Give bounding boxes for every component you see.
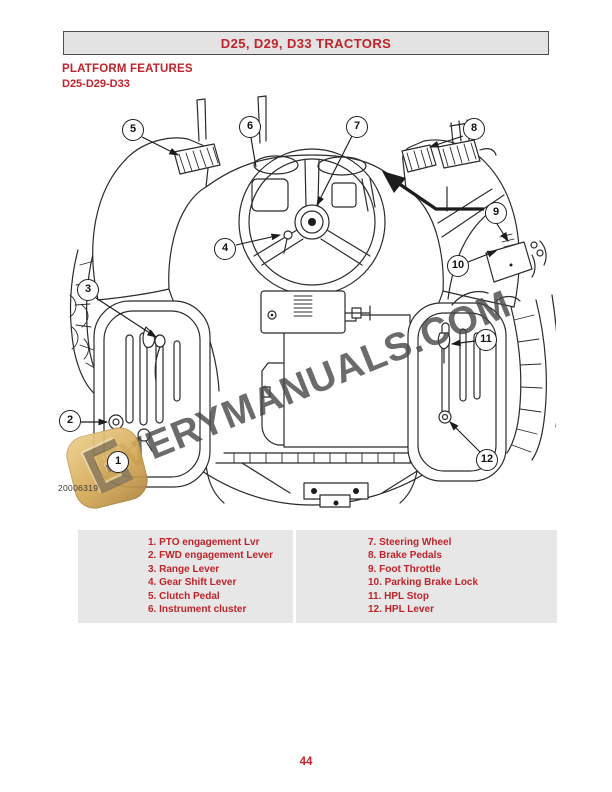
callout-7: 7 xyxy=(346,116,368,138)
callout-9: 9 xyxy=(485,202,507,224)
legend-item: 5. Clutch Pedal xyxy=(148,590,220,602)
page-number: 44 xyxy=(299,756,313,768)
legend-item: 1. PTO engagement Lvr xyxy=(148,537,260,548)
gearbox xyxy=(260,290,415,448)
callout-5: 5 xyxy=(122,119,144,141)
callout-4: 4 xyxy=(214,238,236,260)
callout-12: 12 xyxy=(476,449,498,471)
section-title: PLATFORM FEATURES xyxy=(62,63,193,75)
callout-1: 1 xyxy=(107,451,129,473)
section-subtitle: D25-D29-D33 xyxy=(62,78,130,90)
legend-item: 10. Parking Brake Lock xyxy=(368,577,479,589)
inset-reference-arrow xyxy=(382,171,484,211)
seat-frame xyxy=(195,446,457,508)
brake-pedals xyxy=(401,119,497,173)
legend-item: 9. Foot Throttle xyxy=(368,563,441,575)
gear-shift-knob xyxy=(283,230,293,240)
callout-2: 2 xyxy=(59,410,81,432)
platform-diagram: EVERYMANUALS.COM 20006319 1 2 3 4 5 6 7 … xyxy=(56,95,556,515)
callout-10: 10 xyxy=(447,255,469,277)
page-header-title: D25, D29, D33 TRACTORS xyxy=(220,35,392,51)
clutch-pedal xyxy=(173,98,221,175)
callout-6: 6 xyxy=(239,116,261,138)
wheels xyxy=(69,242,556,461)
legend-item: 11. HPL Stop xyxy=(368,590,429,602)
legend-item: 4. Gear Shift Lever xyxy=(148,577,237,589)
callout-3: 3 xyxy=(77,279,99,301)
steering-wheel xyxy=(238,148,386,296)
legend-item: 7. Steering Wheel xyxy=(368,537,452,548)
page-header-bar: D25, D29, D33 TRACTORS xyxy=(63,31,549,55)
callout-11: 11 xyxy=(475,329,497,351)
legend-item: 3. Range Lever xyxy=(148,563,220,575)
legend-item: 2. FWD engagement Lever xyxy=(148,550,274,562)
legend-item: 8. Brake Pedals xyxy=(368,550,442,562)
legend-item: 12. HPL Lever xyxy=(368,604,434,616)
hpl-lever-knob xyxy=(438,410,452,424)
legend-item: 6. Instrument cluster xyxy=(148,604,247,616)
legend-panel-right: 7. Steering Wheel 8. Brake Pedals 9. Foo… xyxy=(296,530,557,623)
pto-lever-knob xyxy=(137,428,151,442)
figure-code: 20006319 xyxy=(58,483,99,493)
callout-8: 8 xyxy=(463,118,485,140)
legend-panel-left: 1. PTO engagement Lvr 2. FWD engagement … xyxy=(78,530,293,623)
